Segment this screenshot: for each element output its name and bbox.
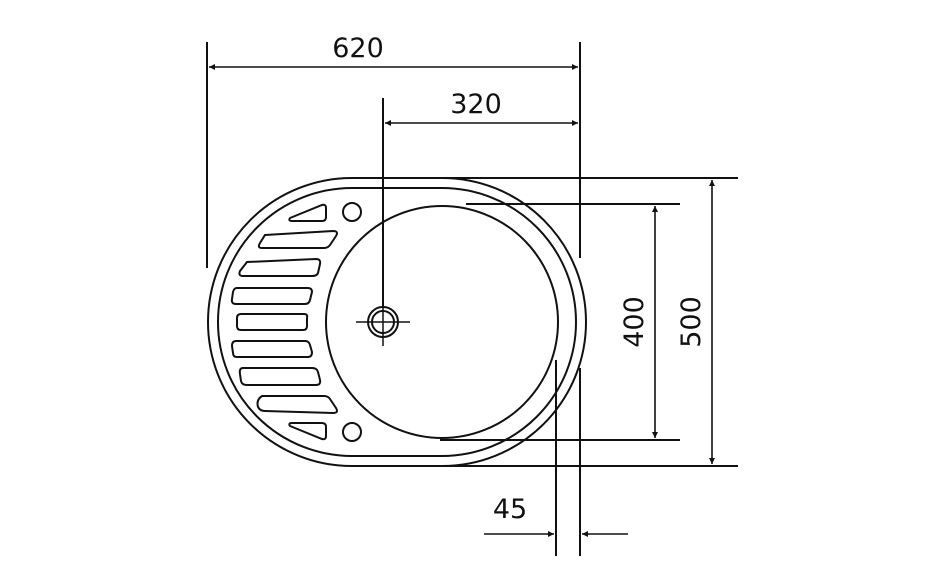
sink-inner-rim	[217, 187, 577, 457]
corner-hole-bottom	[342, 422, 362, 442]
corner-hole-top	[342, 202, 362, 222]
sink-outer-outline	[207, 177, 587, 467]
drain-crosshair-icon	[356, 300, 410, 346]
dim-400-label: 400	[619, 296, 650, 348]
dim-320-label: 320	[450, 89, 502, 120]
dim-45-label: 45	[493, 494, 527, 525]
drainboard-slots	[230, 203, 338, 441]
bowl-outline	[325, 205, 559, 439]
dim-500-label: 500	[676, 296, 707, 348]
dim-620-label: 620	[332, 33, 384, 64]
